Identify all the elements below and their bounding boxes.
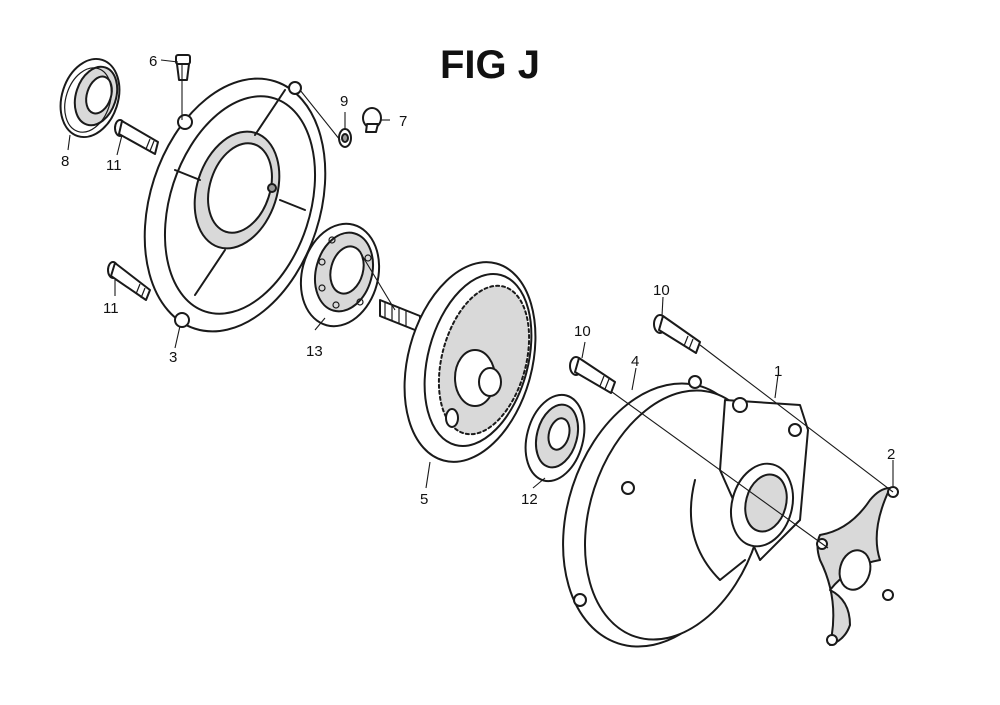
part-gasket-plate xyxy=(816,486,899,646)
part-bearing-large xyxy=(299,222,381,328)
callout-5: 5 xyxy=(420,491,428,508)
part-bolt-lower xyxy=(107,261,151,301)
callout-4: 4 xyxy=(631,353,639,370)
callout-11-lower: 11 xyxy=(103,300,119,317)
part-rear-case xyxy=(562,375,809,648)
callout-8: 8 xyxy=(61,153,69,170)
callout-10-lower: 10 xyxy=(574,323,591,340)
part-bearing-small xyxy=(524,393,586,483)
callout-2: 2 xyxy=(887,446,895,463)
part-washer xyxy=(338,128,352,148)
part-bolt-10-lower xyxy=(569,356,616,394)
callout-10-upper: 10 xyxy=(653,282,670,299)
callout-13: 13 xyxy=(306,343,323,360)
callout-6: 6 xyxy=(149,53,157,70)
part-bolt-10-upper xyxy=(653,314,701,354)
leader-lines xyxy=(67,59,894,549)
figure-title: FIG J xyxy=(440,43,540,87)
callout-9: 9 xyxy=(340,93,348,110)
callout-7: 7 xyxy=(399,113,407,130)
callout-3: 3 xyxy=(169,349,177,366)
callout-11-upper: 11 xyxy=(106,157,122,174)
callout-1: 1 xyxy=(774,363,782,380)
part-plug xyxy=(362,107,382,133)
part-front-housing xyxy=(143,77,327,333)
callout-12: 12 xyxy=(521,491,538,508)
part-bolt-upper xyxy=(114,119,159,155)
part-oil-seal xyxy=(59,57,121,139)
part-drain-bolt xyxy=(175,54,191,81)
part-ring-gear xyxy=(379,261,537,463)
